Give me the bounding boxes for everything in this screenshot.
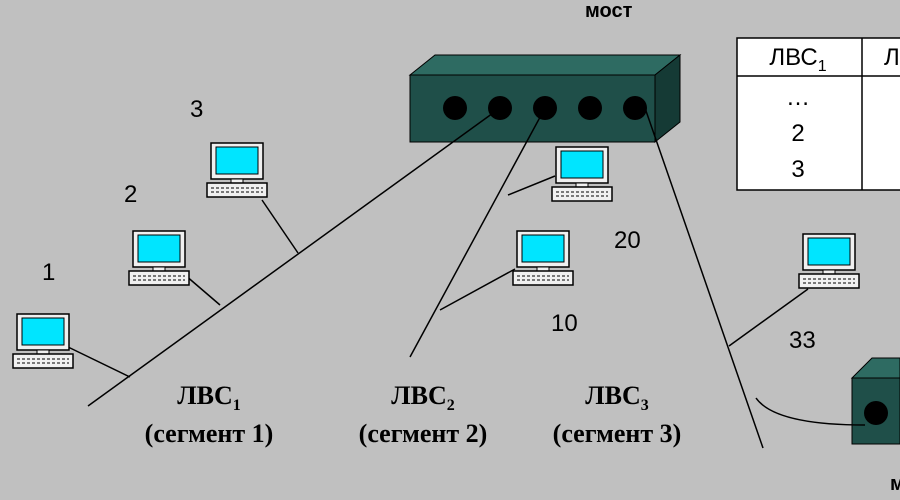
table-cell-row-2: 2: [791, 120, 804, 147]
computer-33: [798, 233, 860, 289]
segment-label-3: ЛВС3 (сегмент 3): [553, 381, 682, 448]
computer-number-20: 20: [614, 227, 641, 254]
bridge-port-5: [623, 96, 647, 120]
computer-number-33: 33: [789, 327, 816, 354]
bridge-device-2: [850, 357, 900, 445]
computer-number-2: 2: [124, 181, 137, 208]
computer-2: [128, 230, 190, 286]
table-header-col2: Л: [884, 44, 900, 71]
svg-text:ЛВС1: ЛВС1: [177, 381, 241, 414]
svg-text:(сегмент 1): (сегмент 1): [145, 419, 274, 448]
computer-20: [551, 146, 613, 202]
table-cell-row-3: 3: [791, 156, 804, 183]
computer-10: [512, 230, 574, 286]
table-header-lan1: ЛВС1: [769, 44, 826, 75]
bridge2-label: м: [890, 473, 900, 495]
computer-number-1: 1: [42, 259, 55, 286]
segment-label-2: ЛВС2 (сегмент 2): [359, 381, 488, 448]
segment-label-1: ЛВС1 (сегмент 1): [145, 381, 274, 448]
cables: [65, 107, 866, 449]
svg-text:(сегмент 3): (сегмент 3): [553, 419, 682, 448]
computer-3: [206, 142, 268, 198]
bridge-port-1: [443, 96, 467, 120]
computer-number-3: 3: [190, 96, 203, 123]
computer-1: [12, 313, 74, 369]
computer-number-10: 10: [551, 310, 578, 337]
bridge-label: мост: [585, 0, 633, 22]
table-cell-row-1: …: [786, 84, 810, 111]
bridge-device: [408, 53, 682, 144]
address-table: ЛВС1 Л … 2 3: [736, 37, 900, 191]
svg-text:ЛВС3: ЛВС3: [585, 381, 649, 414]
svg-text:ЛВС2: ЛВС2: [391, 381, 455, 414]
svg-text:(сегмент 2): (сегмент 2): [359, 419, 488, 448]
bridge-port-4: [578, 96, 602, 120]
